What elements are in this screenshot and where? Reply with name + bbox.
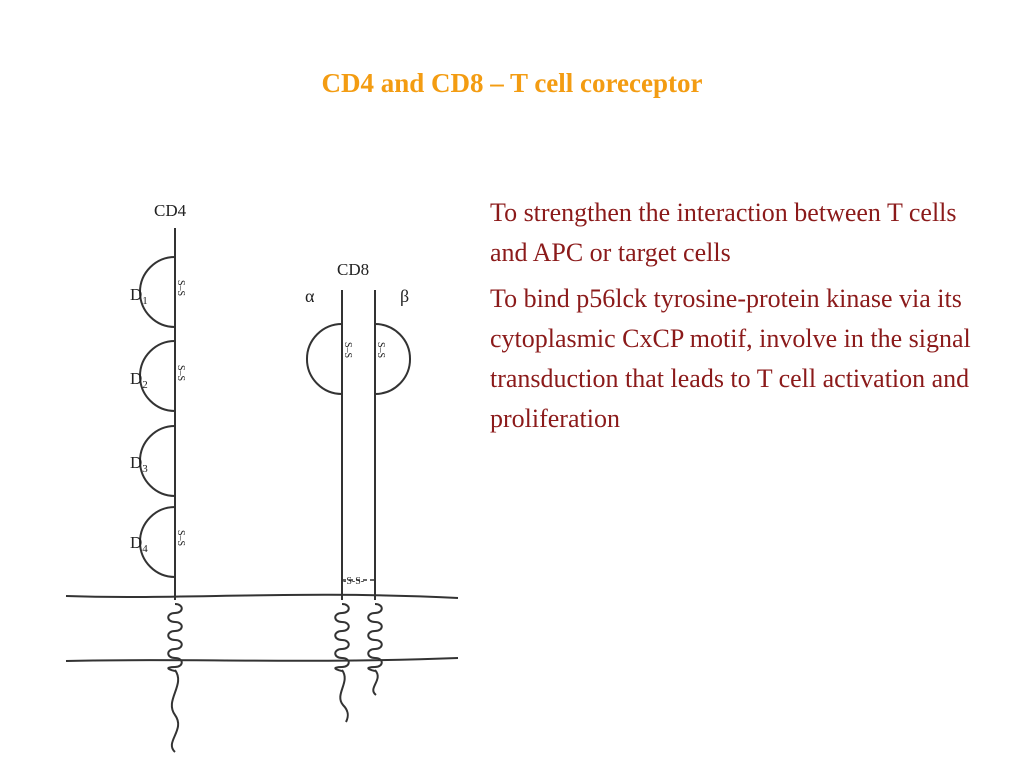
domain-label-d4: D4 [130, 533, 148, 555]
cd4-domain-4-loop [139, 506, 176, 578]
cd4-label: CD4 [154, 201, 187, 220]
cd4-cd8-diagram: CD4 CD8 α β D1 D2 D3 D4 S–S S–S S–S S–S … [65, 201, 459, 753]
cd8-beta-transmembrane-helix [367, 603, 383, 672]
cd8-beta-domain-loop [374, 323, 411, 395]
cd8-alpha-transmembrane-helix [334, 603, 350, 672]
cd8-label: CD8 [337, 260, 369, 279]
cd8-alpha-cytoplasmic-tail [339, 669, 349, 723]
cd4-transmembrane-helix [167, 603, 183, 672]
domain-label-d1: D1 [130, 285, 148, 307]
domain-label-d2: D2 [130, 369, 148, 391]
cd8-beta-label: β [400, 286, 409, 306]
cd8-beta-disulfide-label: S–S [375, 342, 386, 358]
cd4-d2-disulfide-label: S–S [175, 365, 186, 381]
paragraph-bind-p56lck: To bind p56lck tyrosine-protein kinase v… [490, 284, 971, 433]
cd4-d1-disulfide-label: S–S [175, 280, 186, 296]
membrane-inner-line [65, 657, 459, 662]
cd8-alpha-domain-loop [306, 323, 343, 395]
cd8-beta-cytoplasmic-tail [372, 669, 379, 696]
cd8-alpha-disulfide-label: S–S [342, 342, 353, 358]
cd4-cytoplasmic-tail [170, 669, 180, 753]
paragraph-strengthen-interaction: To strengthen the interaction between T … [490, 198, 957, 267]
cd8-alpha-label: α [305, 286, 315, 306]
membrane-outer-line [65, 593, 459, 599]
cd4-domain-2-loop [139, 340, 176, 412]
cd4-d4-disulfide-label: S–S [175, 530, 186, 546]
slide-title: CD4 and CD8 – T cell coreceptor [321, 68, 703, 98]
content-text-block: To strengthen the interaction between T … [490, 193, 990, 445]
cd8-interchain-disulfide-label: -S-S- [343, 576, 364, 587]
cd4-domain-3-loop [139, 425, 176, 497]
cd4-domain-1-loop [139, 256, 176, 328]
domain-label-d3: D3 [130, 453, 148, 475]
